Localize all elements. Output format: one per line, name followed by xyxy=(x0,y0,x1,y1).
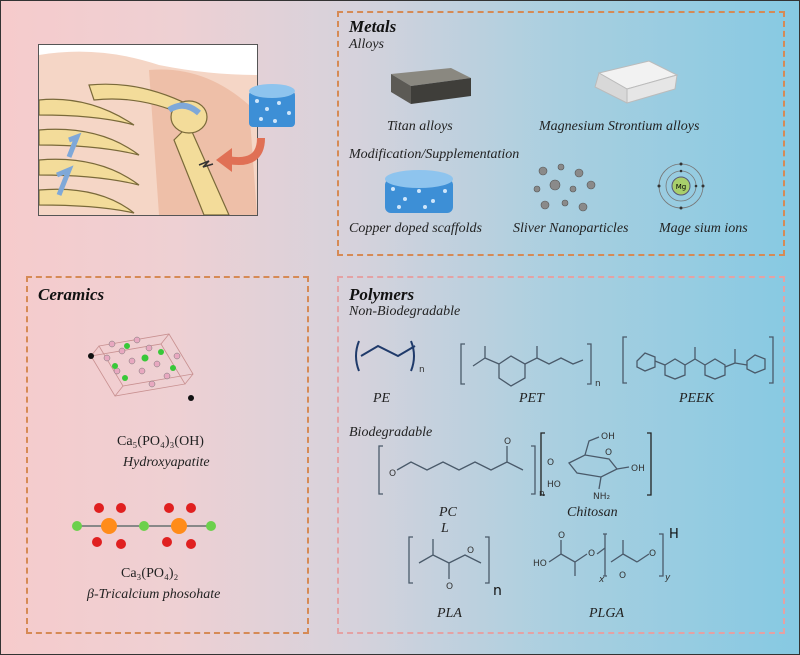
chitosan-label: Chitosan xyxy=(567,505,618,520)
pc-carbonyl-o: O xyxy=(504,437,511,447)
magnesium-ions-label: Mage sium ions xyxy=(659,221,748,236)
magnesium-strontium-label: Magnesium Strontium alloys xyxy=(539,119,700,134)
magnesium-ion-icon: Mg xyxy=(657,162,705,210)
pla-o: O xyxy=(467,546,474,556)
plga-label: PLGA xyxy=(589,606,624,621)
pe-label: PE xyxy=(373,391,391,406)
porous-scaffold-icon xyxy=(249,84,295,127)
polymers-panel xyxy=(337,276,785,634)
peek-label: PEEK xyxy=(679,391,714,406)
metals-panel xyxy=(337,11,785,256)
pc-label-line1: PC xyxy=(439,505,457,520)
polymers-title: Polymers xyxy=(349,285,415,304)
hydroxyapatite-crystal-icon xyxy=(88,333,194,401)
tcp-label: β-Tricalcium phosohate xyxy=(87,587,221,602)
plga-o2: O xyxy=(649,549,656,559)
chitosan-o1: O xyxy=(547,458,554,468)
modification-subtitle: Modification/Supplementation xyxy=(349,147,520,162)
hydroxyapatite-formula: Ca₅(PO₄)₃(OH) xyxy=(117,434,204,449)
magnesium-ingot-icon xyxy=(594,60,679,104)
shoulder-illustration xyxy=(38,44,258,216)
pet-n: n xyxy=(595,379,601,389)
pc-label-line2: L xyxy=(441,521,449,536)
chitosan-oh-right: OH xyxy=(631,464,645,474)
copper-scaffold-icon xyxy=(385,170,453,213)
non-biodegradable-subtitle: Non-Biodegradable xyxy=(349,304,461,319)
pc-o: O xyxy=(389,469,396,479)
shoulder-anatomy-illustration xyxy=(39,51,257,215)
silver-nanoparticles-label: Sliver Nanoparticles xyxy=(513,221,629,236)
pe-structure: n xyxy=(355,340,425,375)
plga-h: H xyxy=(669,527,679,542)
pla-label: PLA xyxy=(437,606,462,621)
pla-carbonyl-o: O xyxy=(446,582,453,592)
pla-n: n xyxy=(493,583,502,599)
pc-n: n xyxy=(539,489,545,499)
pe-n: n xyxy=(419,365,425,375)
silver-nanoparticles-icon xyxy=(533,163,596,212)
metals-title: Metals xyxy=(349,17,397,36)
chitosan-ho: HO xyxy=(547,480,561,490)
plga-carbonyl-o1: O xyxy=(558,531,565,541)
chitosan-oh-top: OH xyxy=(601,432,615,442)
pet-label: PET xyxy=(519,391,544,406)
pla-structure: O O n xyxy=(408,536,502,599)
ceramics-title: Ceramics xyxy=(38,285,105,304)
biodegradable-subtitle: Biodegradable xyxy=(349,425,433,440)
plga-y: y xyxy=(664,573,671,583)
plga-x: x xyxy=(598,575,605,585)
ceramics-panel xyxy=(26,276,309,634)
titan-alloys-label: Titan alloys xyxy=(387,119,453,134)
plga-structure: HO O O x O O y H xyxy=(533,527,679,585)
alloys-subtitle: Alloys xyxy=(349,37,384,52)
copper-scaffolds-label: Copper doped scaffolds xyxy=(349,221,482,236)
chitosan-o-ring: O xyxy=(605,448,612,458)
plga-carbonyl-o2: O xyxy=(619,571,626,581)
tricalcium-phosphate-molecule-icon xyxy=(72,503,216,549)
plga-o1: O xyxy=(588,549,595,559)
hydroxyapatite-label: Hydroxyapatite xyxy=(123,455,210,470)
peek-structure xyxy=(622,336,774,384)
pc-structure: O O n xyxy=(378,437,545,499)
tcp-formula: Ca₃(PO₄)₂ xyxy=(121,566,179,581)
mg-symbol: Mg xyxy=(676,183,686,191)
pet-structure: n xyxy=(460,343,601,389)
chitosan-nh2: NH₂ xyxy=(593,492,611,502)
titanium-block-icon xyxy=(391,68,471,104)
chitosan-structure: O OH O OH HO NH₂ xyxy=(540,432,652,502)
plga-ho: HO xyxy=(533,559,547,569)
curved-arrow-icon xyxy=(216,137,265,172)
